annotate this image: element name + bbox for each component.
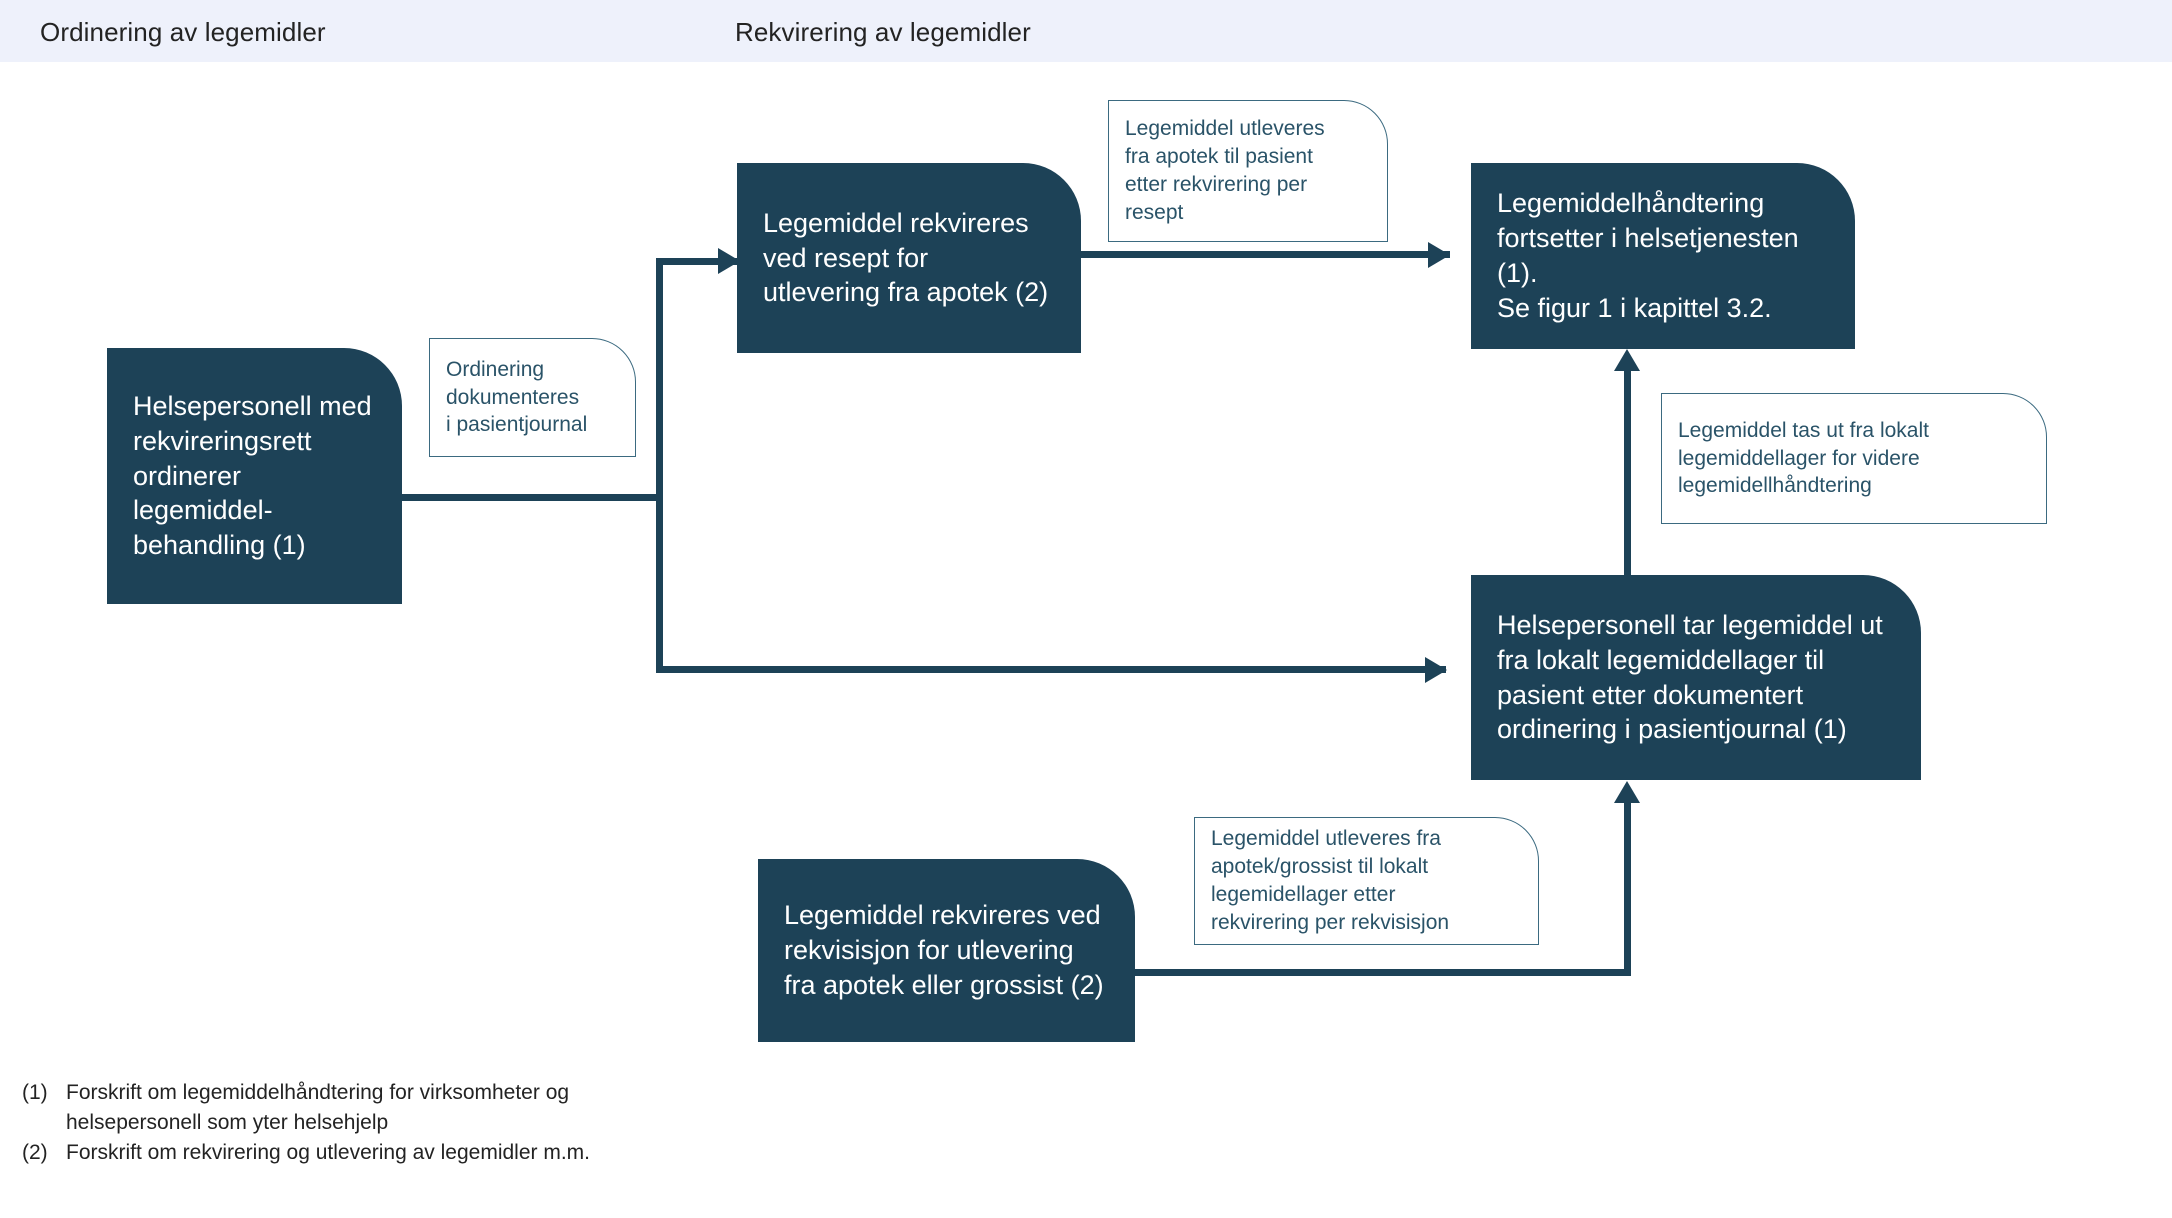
arrowhead-to-lager-node [1425,657,1447,683]
header-label-ordinering: Ordinering av legemidler [40,17,326,47]
footnote-row: (1) Forskrift om legemiddelhåndtering fo… [22,1078,590,1138]
arrowhead-resept-to-handtering [1428,242,1450,268]
connector-to-lager-node [656,666,1446,673]
footnote-marker: (1) [22,1081,48,1104]
note-label: Legemiddel utleveres fra apotek/grossist… [1211,827,1450,934]
node-rekvireres-resept[interactable]: Legemiddel rekvireres ved resept for utl… [737,163,1081,353]
note-utleveres-grossist-lager: Legemiddel utleveres fra apotek/grossist… [1194,817,1539,945]
arrowhead-rekvisisjon-to-lager [1614,781,1640,803]
note-utleveres-apotek-pasient: Legemiddel utleveres fra apotek til pasi… [1108,100,1388,242]
note-ordinering-dokumenteres: Ordinering dokumenteres i pasientjournal [429,338,636,457]
footnote-text: Forskrift om rekvirering og utlevering a… [66,1140,590,1164]
note-label: Legemiddel tas ut fra lokalt legemiddell… [1678,418,1929,498]
footnotes: (1) Forskrift om legemiddelhåndtering fo… [22,1078,590,1167]
node-legemiddelhandtering-fortsetter[interactable]: Legemiddelhåndtering fortsetter i helset… [1471,163,1855,349]
connector-riser-down-lager [656,494,663,673]
node-helsepersonell-ordinerer[interactable]: Helsepersonell med rekvireringsrett ordi… [107,348,402,604]
node-rekvireres-rekvisisjon[interactable]: Legemiddel rekvireres ved rekvisisjon fo… [758,859,1135,1042]
arrowhead-to-resept-node [718,248,740,274]
header-band [0,0,2172,62]
footnote-text: Forskrift om legemiddelhåndtering for vi… [66,1081,570,1134]
connector-rekvisisjon-riser [1624,802,1631,976]
connector-to-resept-node [656,258,741,265]
note-label: Ordinering dokumenteres i pasientjournal [446,357,588,437]
node-label: Legemiddelhåndtering fortsetter i helset… [1497,188,1799,323]
node-label: Helsepersonell tar legemiddel ut fra lok… [1497,609,1883,745]
footnote-row: (2) Forskrift om rekvirering og utleveri… [22,1138,590,1168]
arrowhead-lager-to-handtering [1614,349,1640,371]
note-label: Legemiddel utleveres fra apotek til pasi… [1125,117,1325,224]
header-label-rekvirering: Rekvirering av legemidler [735,17,1031,47]
connector-lager-to-handtering [1624,370,1631,576]
connector-ordinering-trunk [400,494,663,501]
node-helsepersonell-tar-ut[interactable]: Helsepersonell tar legemiddel ut fra lok… [1471,575,1921,780]
node-label: Helsepersonell med rekvireringsrett ordi… [133,390,372,561]
node-label: Legemiddel rekvireres ved resept for utl… [763,207,1049,308]
node-label: Legemiddel rekvireres ved rekvisisjon fo… [784,900,1104,1000]
note-tas-ut-lokalt-lager: Legemiddel tas ut fra lokalt legemiddell… [1661,393,2047,524]
connector-riser-up-resept [656,258,663,501]
connector-rekvisisjon-horizontal [1135,969,1631,976]
connector-resept-to-handtering [1080,251,1450,258]
footnote-marker: (2) [22,1140,48,1164]
